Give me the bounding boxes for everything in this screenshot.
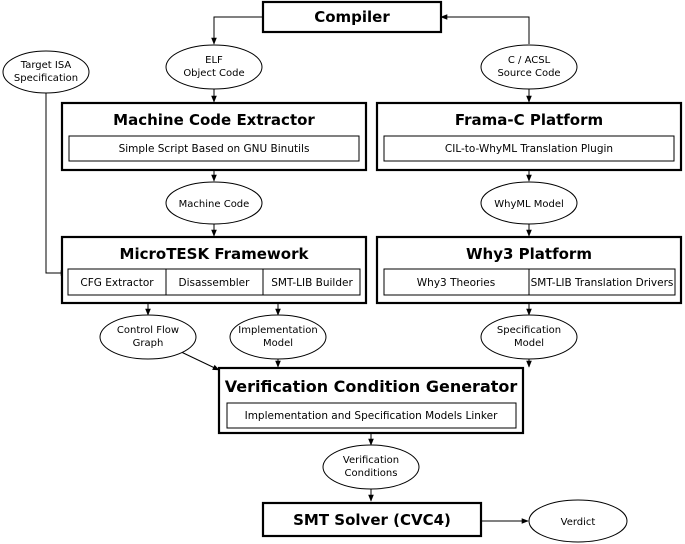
vcg-title: Verification Condition Generator xyxy=(225,377,518,396)
smt-lib-drivers-cell: SMT-LIB Translation Drivers xyxy=(531,277,674,289)
whyml-model-label: WhyML Model xyxy=(494,199,564,210)
spec-line2: Model xyxy=(514,338,544,349)
ellipse-target-isa: Target ISA Specification xyxy=(2,50,90,94)
c-acsl-line2: Source Code xyxy=(497,68,560,79)
elf-line1: ELF xyxy=(205,55,223,66)
machine-code-extractor-sub: Simple Script Based on GNU Binutils xyxy=(119,143,310,155)
c-acsl-line1: C / ACSL xyxy=(508,55,551,66)
disassembler-cell: Disassembler xyxy=(179,277,251,289)
ellipse-c-acsl: C / ACSL Source Code xyxy=(480,44,578,90)
arrow-isa-to-microtesk xyxy=(45,92,68,276)
frama-c-title: Frama-C Platform xyxy=(455,111,603,129)
frama-c-sub: CIL-to-WhyML Translation Plugin xyxy=(445,143,613,155)
smt-solver-title: SMT Solver (CVC4) xyxy=(293,511,451,529)
compiler-title: Compiler xyxy=(314,8,390,26)
microtesk-title: MicroTESK Framework xyxy=(120,245,310,263)
ellipse-elf: ELF Object Code xyxy=(165,44,263,90)
cfg-line1: Control Flow xyxy=(117,325,179,336)
vc-line1: Verification xyxy=(343,455,399,466)
target-isa-line2: Specification xyxy=(14,73,78,84)
vcg-sub: Implementation and Specification Models … xyxy=(245,410,498,422)
machine-code-extractor-title: Machine Code Extractor xyxy=(113,111,315,129)
ellipse-machine-code: Machine Code xyxy=(165,181,263,225)
ellipse-whyml-model: WhyML Model xyxy=(480,181,578,225)
verdict-label: Verdict xyxy=(561,517,596,528)
ellipse-control-flow-graph: Control Flow Graph xyxy=(99,314,197,360)
why3-theories-cell: Why3 Theories xyxy=(417,277,495,289)
spec-line1: Specification xyxy=(497,325,561,336)
ellipse-specification-model: Specification Model xyxy=(480,314,578,360)
impl-line2: Model xyxy=(263,338,293,349)
why3-title: Why3 Platform xyxy=(466,245,592,263)
target-isa-line1: Target ISA xyxy=(20,60,72,71)
arrow-compiler-to-elf xyxy=(211,16,263,45)
why3-platform-box: Why3 Platform Why3 Theories SMT-LIB Tran… xyxy=(375,235,683,305)
elf-line2: Object Code xyxy=(183,68,244,79)
connectors xyxy=(45,14,532,524)
machine-code-label: Machine Code xyxy=(179,199,250,210)
arrow-source-to-compiler xyxy=(440,14,530,44)
cfg-line2: Graph xyxy=(133,338,164,349)
smt-lib-builder-cell: SMT-LIB Builder xyxy=(271,277,353,289)
ellipse-verdict: Verdict xyxy=(528,499,628,543)
arrow-cfg-to-vcg xyxy=(176,349,220,371)
frama-c-platform-box: Frama-C Platform CIL-to-WhyML Translatio… xyxy=(375,101,683,172)
microtesk-framework-box: MicroTESK Framework CFG Extractor Disass… xyxy=(60,235,368,305)
vc-line2: Conditions xyxy=(345,468,398,479)
impl-line1: Implementation xyxy=(238,325,317,336)
cfg-extractor-cell: CFG Extractor xyxy=(80,277,154,289)
ellipse-verification-conditions: Verification Conditions xyxy=(322,444,420,490)
machine-code-extractor-box: Machine Code Extractor Simple Script Bas… xyxy=(60,101,368,172)
ellipse-implementation-model: Implementation Model xyxy=(229,314,327,360)
compiler-box: Compiler xyxy=(261,0,443,34)
smt-solver-box: SMT Solver (CVC4) xyxy=(261,501,483,538)
verification-condition-generator-box: Verification Condition Generator Impleme… xyxy=(217,366,525,435)
